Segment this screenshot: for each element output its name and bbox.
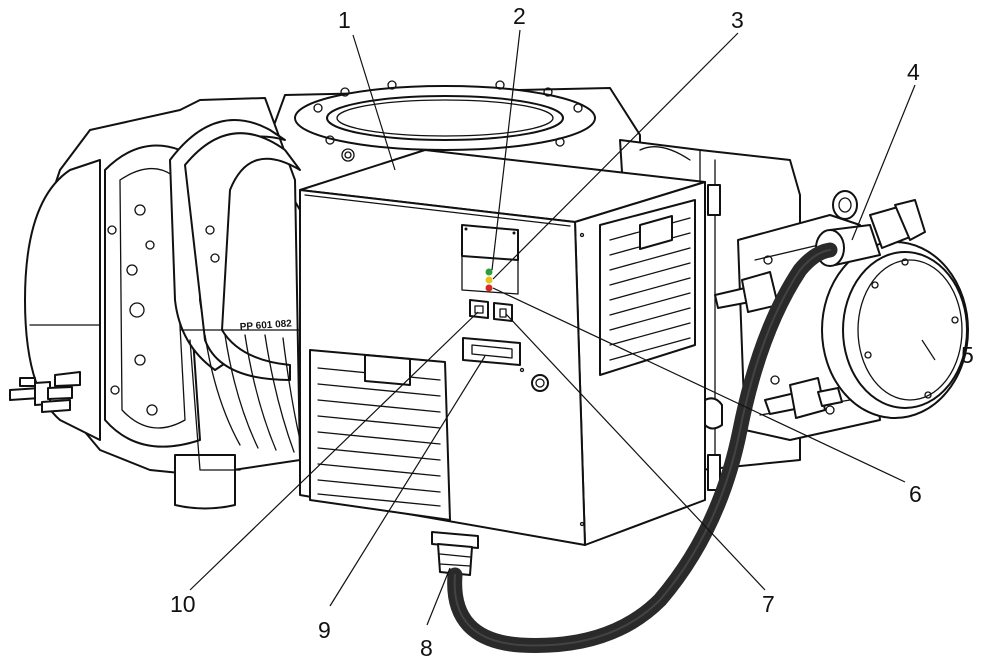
callout-5: 5 — [961, 342, 974, 368]
callout-7: 7 — [762, 591, 775, 617]
leader-lines — [189, 29, 936, 626]
round-button — [531, 374, 549, 392]
callout-6: 6 — [909, 481, 922, 507]
status-led-green — [485, 268, 493, 276]
cable-assembly — [431, 242, 838, 653]
left-valve-fittings — [9, 371, 81, 413]
callout-9: 9 — [318, 617, 331, 643]
left-end-casing: PP 601 082 — [24, 97, 301, 510]
callout-1: 1 — [338, 7, 351, 33]
motor — [714, 190, 969, 441]
callout-2: 2 — [513, 3, 526, 29]
callouts: 1 2 3 4 5 6 7 8 9 10 — [170, 3, 974, 661]
stamp-label: PP 601 082 — [239, 318, 292, 333]
callout-8: 8 — [420, 635, 433, 661]
callout-3: 3 — [731, 7, 744, 33]
status-led-yellow — [485, 276, 493, 284]
control-box — [299, 149, 706, 546]
callout-10: 10 — [170, 591, 196, 617]
status-led-red — [485, 284, 493, 292]
callout-4: 4 — [907, 59, 920, 85]
left-socket — [469, 299, 489, 319]
sub-d-connector — [462, 337, 521, 366]
